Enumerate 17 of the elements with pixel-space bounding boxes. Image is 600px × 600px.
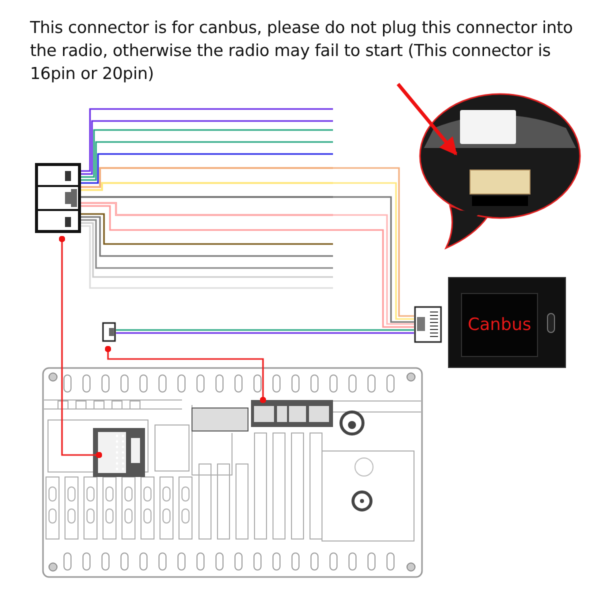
pointer-arrow [396,82,458,156]
wire [81,216,333,257]
wire [81,153,333,184]
wire [81,108,333,172]
wire [81,120,333,175]
wire [81,213,333,245]
wire [81,141,333,181]
wire [116,329,414,331]
wire [81,225,333,289]
title: This connector is for canbus, please do not plug this connector into the radio, otherwise the radio may fail to start (This connector is 16pin or 20pin) [30,17,574,85]
wire [81,222,333,278]
connection-line [58,236,102,458]
wire [81,129,333,178]
connection-line [104,346,266,404]
wire [81,219,333,269]
wire [116,332,414,334]
module-label: Canbus [468,315,532,335]
